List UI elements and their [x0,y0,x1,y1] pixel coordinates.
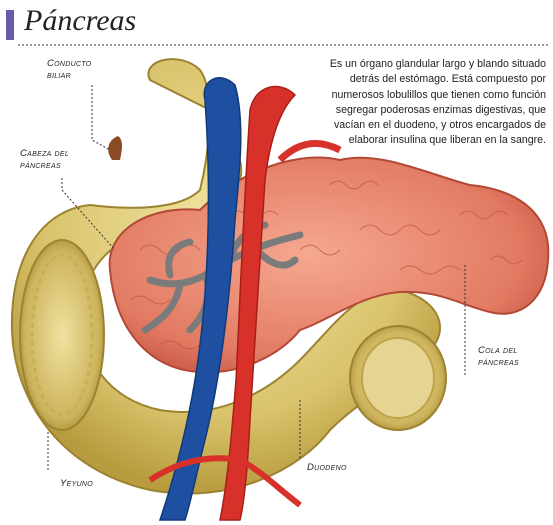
label-cabeza-pancreas: Cabeza del páncreas [20,148,69,172]
label-yeyuno: Yeyuno [60,478,93,490]
description-text: Es un órgano glandular largo y blando si… [318,57,546,149]
label-duodeno: Duodeno [307,462,347,474]
label-cabeza-line1: Cabeza del [20,148,69,160]
label-conducto-biliar: Conducto biliar [47,58,92,82]
label-cola-line1: Cola del [478,345,519,357]
label-conducto-line1: Conducto [47,58,92,70]
label-cola-line2: páncreas [478,357,519,369]
label-conducto-line2: biliar [47,70,92,82]
label-cola-pancreas: Cola del páncreas [478,345,519,369]
label-cabeza-line2: páncreas [20,160,69,172]
bile-duct-stub [108,136,122,160]
